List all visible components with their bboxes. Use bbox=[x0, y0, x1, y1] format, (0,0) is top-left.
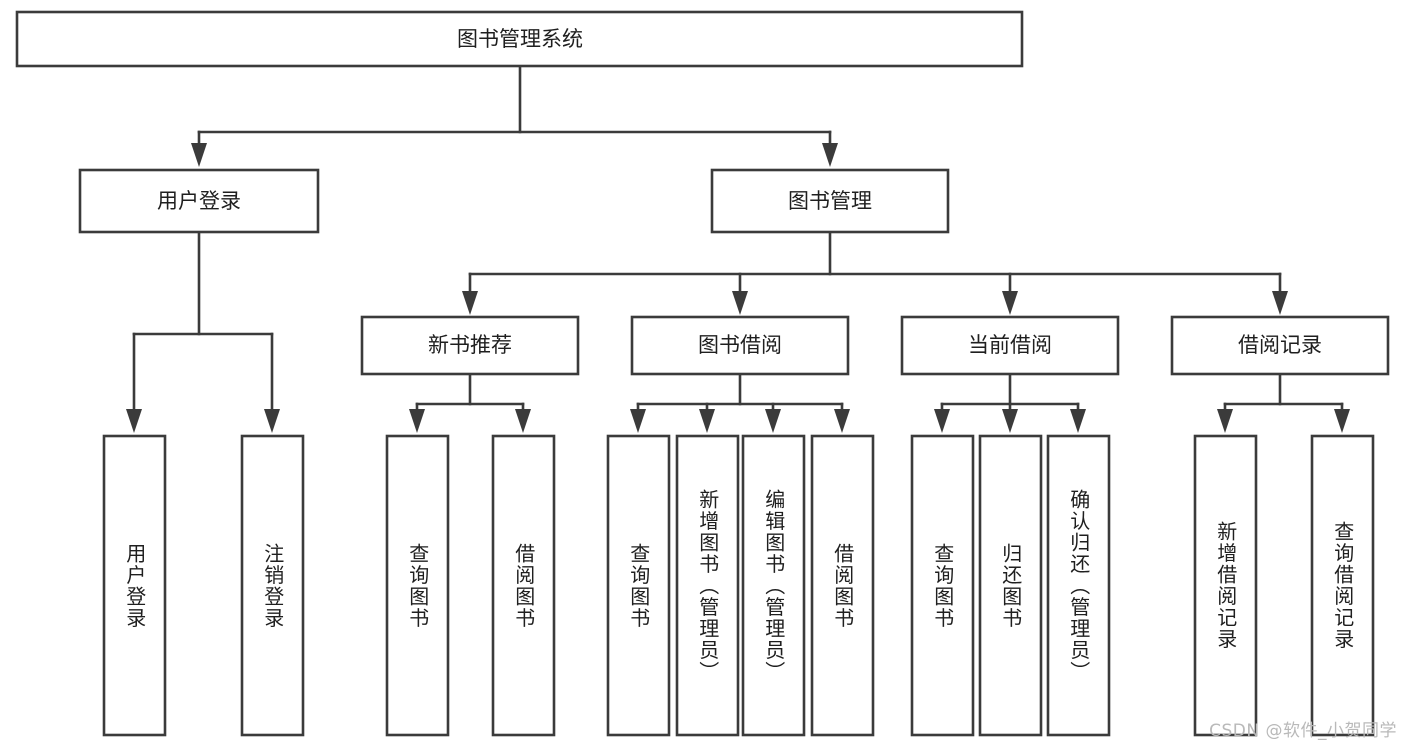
leaf-boxes-borrow-record bbox=[1193, 434, 1375, 737]
arrow-book-borrow-leaf-2 bbox=[699, 409, 715, 433]
connector-group-book-mgmt bbox=[462, 230, 1288, 315]
node-borrow-record[interactable]: 借阅记录 bbox=[1170, 315, 1390, 376]
connector-group-borrow-record bbox=[1217, 372, 1350, 433]
arrow-borrow-record-leaf-2 bbox=[1334, 409, 1350, 433]
arrow-book-mgmt-c2 bbox=[732, 291, 748, 315]
leaf-boxes-new-book-recommend bbox=[385, 434, 556, 737]
node-new-book-recommend-label: 新书推荐 bbox=[428, 333, 512, 357]
node-book-management[interactable]: 图书管理 bbox=[710, 168, 950, 234]
node-book-borrow-label: 图书借阅 bbox=[698, 333, 782, 357]
node-book-management-label: 图书管理 bbox=[788, 189, 872, 213]
leaf-box-user-login-2[interactable] bbox=[240, 434, 305, 737]
leaf-box-book-borrow-1[interactable] bbox=[606, 434, 671, 737]
leaf-box-current-borrow-3[interactable] bbox=[1046, 434, 1111, 737]
arrow-book-mgmt-c1 bbox=[462, 291, 478, 315]
leaf-box-borrow-record-2[interactable] bbox=[1310, 434, 1375, 737]
node-book-borrow-box[interactable] bbox=[630, 315, 850, 376]
leaf-box-new-book-2[interactable] bbox=[491, 434, 556, 737]
connector-group-root bbox=[191, 64, 838, 167]
arrow-root-to-book-mgmt bbox=[822, 143, 838, 167]
node-new-book-recommend-box[interactable] bbox=[360, 315, 580, 376]
arrow-user-login-leaf-2 bbox=[264, 409, 280, 433]
arrow-book-borrow-leaf-3 bbox=[765, 409, 781, 433]
arrow-book-mgmt-c4 bbox=[1272, 291, 1288, 315]
leaf-box-book-borrow-4[interactable] bbox=[810, 434, 875, 737]
arrow-book-mgmt-c3 bbox=[1002, 291, 1018, 315]
arrow-book-borrow-leaf-4 bbox=[834, 409, 850, 433]
node-current-borrow[interactable]: 当前借阅 bbox=[900, 315, 1120, 376]
connector-group-book-borrow bbox=[630, 372, 850, 433]
node-root-box[interactable] bbox=[15, 10, 1024, 68]
leaf-boxes-book-borrow bbox=[606, 434, 875, 737]
leaf-boxes-current-borrow bbox=[910, 434, 1111, 737]
leaf-boxes-user-login bbox=[102, 434, 305, 737]
node-root-label: 图书管理系统 bbox=[457, 27, 583, 51]
node-current-borrow-box[interactable] bbox=[900, 315, 1120, 376]
arrow-root-to-user-login bbox=[191, 143, 207, 167]
arrow-current-borrow-leaf-2 bbox=[1002, 409, 1018, 433]
node-user-login[interactable]: 用户登录 bbox=[78, 168, 320, 234]
node-new-book-recommend[interactable]: 新书推荐 bbox=[360, 315, 580, 376]
connector-group-new-book bbox=[409, 372, 531, 433]
leaf-box-current-borrow-1[interactable] bbox=[910, 434, 975, 737]
leaf-box-user-login-1[interactable] bbox=[102, 434, 167, 737]
connector-group-current-borrow bbox=[934, 372, 1086, 433]
node-user-login-label: 用户登录 bbox=[157, 189, 241, 213]
connector-group-user-login bbox=[126, 230, 280, 433]
node-borrow-record-label: 借阅记录 bbox=[1238, 333, 1322, 357]
arrow-new-book-leaf-1 bbox=[409, 409, 425, 433]
csdn-watermark: CSDN @软件_小贺同学 bbox=[1209, 721, 1397, 741]
leaf-box-book-borrow-2[interactable] bbox=[675, 434, 740, 737]
node-user-login-box[interactable] bbox=[78, 168, 320, 234]
arrow-borrow-record-leaf-1 bbox=[1217, 409, 1233, 433]
arrow-new-book-leaf-2 bbox=[515, 409, 531, 433]
node-current-borrow-label: 当前借阅 bbox=[968, 333, 1052, 357]
leaf-box-new-book-1[interactable] bbox=[385, 434, 450, 737]
arrow-user-login-leaf-1 bbox=[126, 409, 142, 433]
node-book-borrow[interactable]: 图书借阅 bbox=[630, 315, 850, 376]
leaf-box-book-borrow-3[interactable] bbox=[741, 434, 806, 737]
node-book-management-box[interactable] bbox=[710, 168, 950, 234]
node-borrow-record-box[interactable] bbox=[1170, 315, 1390, 376]
arrow-book-borrow-leaf-1 bbox=[630, 409, 646, 433]
node-root[interactable]: 图书管理系统 bbox=[15, 10, 1024, 68]
leaf-box-borrow-record-1[interactable] bbox=[1193, 434, 1258, 737]
leaf-box-current-borrow-2[interactable] bbox=[978, 434, 1043, 737]
arrow-current-borrow-leaf-1 bbox=[934, 409, 950, 433]
arrow-current-borrow-leaf-3 bbox=[1070, 409, 1086, 433]
